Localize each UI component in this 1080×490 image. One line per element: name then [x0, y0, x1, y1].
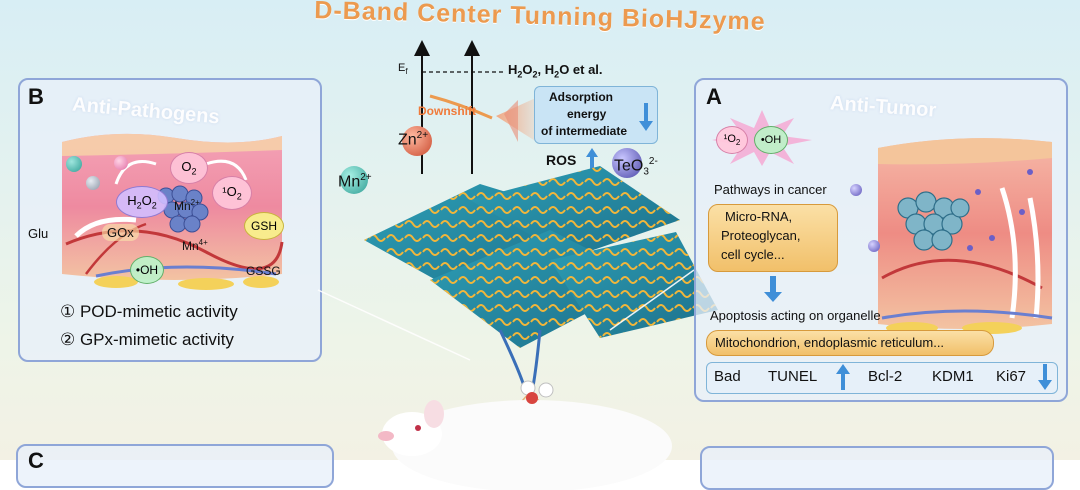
- glu-label: Glu: [28, 226, 49, 241]
- markers-bar: [706, 362, 1058, 394]
- activity-gpx: ② GPx-mimetic activity: [60, 330, 234, 349]
- adsorption-line-2: energy: [567, 107, 607, 121]
- tumor-tissue-illustration: [878, 138, 1053, 334]
- hydroxyl-radical-bubble: •OH: [130, 256, 164, 284]
- mn2-label: Mn2+: [174, 198, 200, 213]
- nanoparticle-dot-1: [850, 184, 862, 196]
- mn-ion-label: Mn2+: [338, 172, 372, 191]
- pathway-box: Micro-RNA, Proteoglycan, cell cycle...: [708, 204, 838, 272]
- h2o2-bubble: H2O2: [116, 186, 168, 218]
- adsorption-line-3: of intermediate: [541, 124, 628, 138]
- up-markers-arrow-icon: [836, 364, 850, 390]
- marker-bcl2: Bcl-2: [868, 368, 903, 385]
- pathway-down-arrow-icon: [764, 276, 782, 302]
- activity-pod: ① POD-mimetic activity: [60, 302, 238, 321]
- down-markers-arrow-icon: [1038, 364, 1052, 390]
- nanosheet-illustration: [364, 166, 718, 348]
- marker-kdm1: KDM1: [932, 368, 974, 385]
- panel-letter-c: C: [28, 448, 44, 473]
- panel-bottom-left: C: [16, 444, 334, 488]
- ros-up-arrow-icon: [586, 148, 598, 172]
- skin-illustration: [62, 133, 284, 290]
- panel-subtitle-anti-tumor: Anti-Tumor: [829, 92, 937, 122]
- downshift-label: Downshift: [418, 104, 476, 118]
- panel-bottom-right: [700, 446, 1054, 490]
- marker-ki67: Ki67: [996, 368, 1027, 385]
- marker-bad: Bad: [714, 368, 741, 385]
- panel-anti-tumor: A Anti-Tumor ¹O2 •OH: [694, 78, 1068, 402]
- o2-bubble: O2: [170, 152, 208, 184]
- panel-letter-a: A: [706, 84, 722, 109]
- apoptosis-label: Apoptosis acting on organelle: [710, 308, 881, 323]
- nanoparticle-dot-2: [868, 240, 880, 252]
- adsorption-energy-box: Adsorption energy of intermediate: [534, 86, 658, 144]
- ros-label: ROS: [546, 152, 577, 168]
- gray-particle-icon: [86, 176, 100, 190]
- zn-ion-sphere: [402, 126, 432, 156]
- pink-particle-icon: [114, 156, 128, 170]
- singlet-oxygen-bubble: ¹O2: [212, 176, 252, 210]
- hydroxyl-radical-bubble-a: •OH: [754, 126, 788, 154]
- pathway-line-1: Micro-RNA,: [725, 209, 793, 224]
- mn4-label: Mn4+: [182, 238, 208, 253]
- teo3-ion-label: TeO32-: [614, 156, 658, 178]
- pathways-label: Pathways in cancer: [714, 182, 827, 197]
- panel-anti-pathogens: B Anti-Pathogens O2: [18, 78, 322, 362]
- gox-label: GOx: [102, 224, 139, 241]
- zn-ion-label: Zn2+: [398, 130, 429, 149]
- marker-tunel: TUNEL: [768, 368, 818, 385]
- gssg-label: GSSG: [246, 264, 281, 278]
- gsh-bubble: GSH: [244, 212, 284, 240]
- teal-particle-icon: [66, 156, 82, 172]
- pathway-line-2: Proteoglycan,: [721, 228, 801, 243]
- pathway-line-3: cell cycle...: [721, 247, 785, 262]
- adsorption-line-1: Adsorption: [549, 90, 613, 104]
- organelle-box: Mitochondrion, endoplasmic reticulum...: [706, 330, 994, 356]
- panel-letter-b: B: [28, 84, 44, 109]
- energy-diagram: [414, 40, 540, 174]
- teo3-ion-sphere: [612, 148, 642, 178]
- mn-ion-sphere: [340, 166, 368, 194]
- h2o2-h2o-label: H2O2, H2O et al.: [508, 62, 603, 80]
- adsorption-down-arrow-icon: [639, 103, 653, 131]
- mouse-illustration: [378, 380, 672, 490]
- organelle-text: Mitochondrion, endoplasmic reticulum...: [715, 335, 945, 350]
- singlet-oxygen-bubble-a: ¹O2: [716, 126, 748, 154]
- fermi-level-label: Ef: [398, 62, 408, 77]
